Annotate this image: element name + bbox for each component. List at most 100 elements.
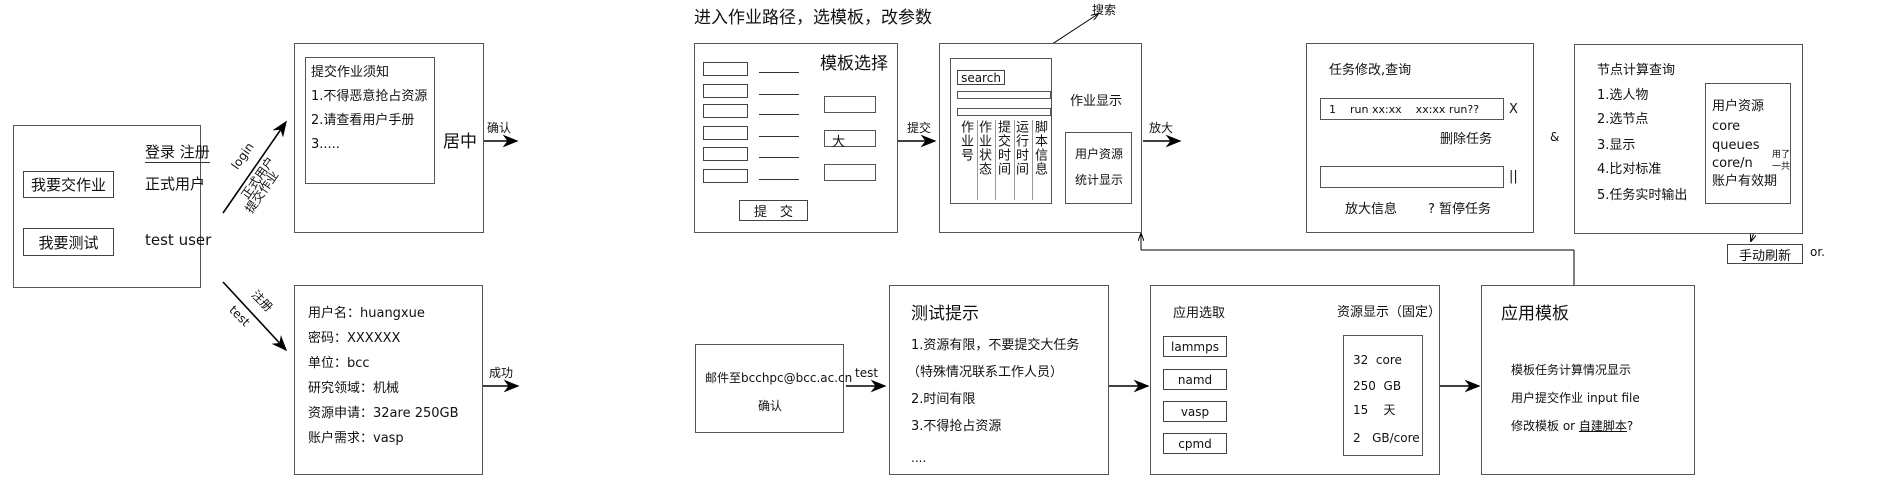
template-option[interactable]	[824, 96, 876, 113]
zoom-info-label: 放大信息	[1345, 202, 1398, 217]
app-option[interactable]: cpmd	[1163, 433, 1227, 454]
test-tips-panel	[889, 285, 1109, 475]
param-value[interactable]	[759, 114, 799, 115]
tip-item: （特殊情况联系工作人员）	[907, 365, 1064, 380]
param-field[interactable]	[703, 147, 748, 161]
column-header: 作业状态	[974, 120, 996, 200]
template-option-big[interactable]: 大	[824, 130, 876, 150]
or-label: or.	[1810, 245, 1825, 259]
app-option[interactable]: lammps	[1163, 336, 1227, 357]
notice-item: 3.....	[311, 137, 340, 152]
param-field[interactable]	[703, 84, 748, 98]
job-display-label: 作业显示	[1070, 94, 1123, 109]
form-line: 密码：XXXXXX	[308, 331, 401, 346]
node-step: 3.显示	[1597, 138, 1636, 153]
tip-item: 2.时间有限	[911, 392, 976, 407]
pause-task-button[interactable]: ||	[1509, 169, 1518, 184]
app-option[interactable]: vasp	[1163, 401, 1227, 422]
email-text: 邮件至bcchpc@bcc.ac.cn	[705, 371, 853, 385]
column-header: 提交时间	[993, 120, 1015, 200]
template-option[interactable]	[824, 164, 876, 181]
template-line: 模板任务计算情况显示	[1511, 363, 1632, 377]
task-modify-panel	[1306, 43, 1534, 233]
email-confirm-panel	[695, 344, 844, 433]
edge-label-register: 注册	[248, 287, 276, 315]
param-field[interactable]	[703, 62, 748, 76]
column-header: 作业号	[956, 120, 978, 200]
job-row[interactable]	[957, 91, 1051, 99]
node-step: 4.比对标准	[1597, 162, 1662, 177]
custom-script-link[interactable]: 自建脚本	[1578, 419, 1627, 433]
register-form-panel	[294, 285, 483, 475]
form-line: 用户名：huangxue	[308, 306, 425, 321]
center-label: 居中	[443, 132, 477, 152]
resource-title: 用户资源	[1712, 99, 1765, 114]
template-line: 用户提交作业 input file	[1511, 391, 1640, 405]
edge-label-enlarge: 放大	[1149, 121, 1174, 135]
param-value[interactable]	[759, 94, 799, 95]
resource-value: 32 core	[1353, 353, 1402, 367]
form-line: 账户需求：vasp	[308, 431, 404, 446]
and-label: &	[1550, 130, 1560, 144]
manual-refresh-button[interactable]: 手动刷新	[1727, 244, 1803, 264]
param-value[interactable]	[759, 136, 799, 137]
param-value[interactable]	[759, 157, 799, 158]
tip-item: 3.不得抢占资源	[911, 419, 1002, 434]
resource-label: 用户资源	[1075, 147, 1124, 161]
template-text: 修改模板 or	[1511, 419, 1579, 433]
app-template-panel	[1481, 285, 1695, 475]
notice-item: 1.不得恶意抢占资源	[311, 89, 428, 104]
submit-job-button[interactable]: 我要交作业	[23, 171, 114, 198]
resource-value: 15 天	[1353, 403, 1396, 417]
param-field[interactable]	[703, 169, 748, 183]
search-input[interactable]: search	[957, 70, 1005, 85]
resource-display-title: 资源显示（固定）	[1337, 305, 1442, 320]
edge-label-submit: 提交	[907, 121, 932, 135]
formal-user-label: 正式用户	[145, 175, 206, 193]
edge-label-confirm: 确认	[487, 121, 512, 135]
column-header: 运行时间	[1011, 120, 1033, 200]
resource-label: 统计显示	[1075, 173, 1124, 187]
param-field[interactable]	[703, 126, 748, 140]
node-step: 5.任务实时输出	[1597, 188, 1688, 203]
login-panel	[13, 125, 201, 288]
search-label: 搜索	[1092, 3, 1117, 17]
login-register-link[interactable]: 登录 注册	[145, 143, 210, 163]
resource-stats-box	[1065, 132, 1132, 204]
param-value[interactable]	[759, 179, 799, 180]
test-tips-title: 测试提示	[911, 304, 979, 324]
email-confirm: 确认	[758, 399, 783, 413]
user-resource-box	[1705, 83, 1791, 204]
edge-label-success: 成功	[489, 366, 514, 380]
test-user-label: test user	[145, 231, 212, 249]
template-line: 修改模板 or 自建脚本?	[1511, 420, 1633, 432]
resource-item: core	[1712, 119, 1741, 134]
notice-box	[305, 57, 435, 184]
template-text: ?	[1626, 419, 1634, 433]
column-header: 脚本信息	[1032, 120, 1047, 176]
form-line: 资源申请：32are 250GB	[308, 406, 459, 421]
expiry-label: 账户有效期	[1712, 174, 1778, 189]
app-option[interactable]: namd	[1163, 369, 1227, 390]
total-label: 一共	[1772, 162, 1791, 172]
test-button[interactable]: 我要测试	[23, 228, 114, 256]
job-row[interactable]	[957, 108, 1051, 116]
resource-item: core/n	[1712, 156, 1753, 171]
template-select-title: 模板选择	[820, 54, 888, 74]
task-row[interactable]: 1 run xx:xx xx:xx run??	[1320, 98, 1504, 120]
node-query-title: 节点计算查询	[1597, 63, 1676, 78]
edge-label-login: login	[228, 140, 257, 172]
task-modify-title: 任务修改,查询	[1329, 63, 1412, 78]
template-submit-button[interactable]: 提 交	[739, 200, 808, 221]
form-line: 单位：bcc	[308, 356, 370, 371]
param-field[interactable]	[703, 104, 748, 118]
node-step: 1.选人物	[1597, 88, 1649, 103]
delete-task-button[interactable]: X	[1509, 102, 1518, 117]
task-row[interactable]	[1320, 166, 1504, 188]
delete-task-label: 删除任务	[1440, 132, 1493, 147]
tip-item: 1.资源有限，不要提交大任务	[911, 338, 1080, 353]
resource-value: 2 GB/core	[1353, 431, 1420, 445]
resource-value: 250 GB	[1353, 379, 1402, 393]
form-line: 研究领域：机械	[308, 381, 400, 396]
param-value[interactable]	[759, 72, 799, 73]
